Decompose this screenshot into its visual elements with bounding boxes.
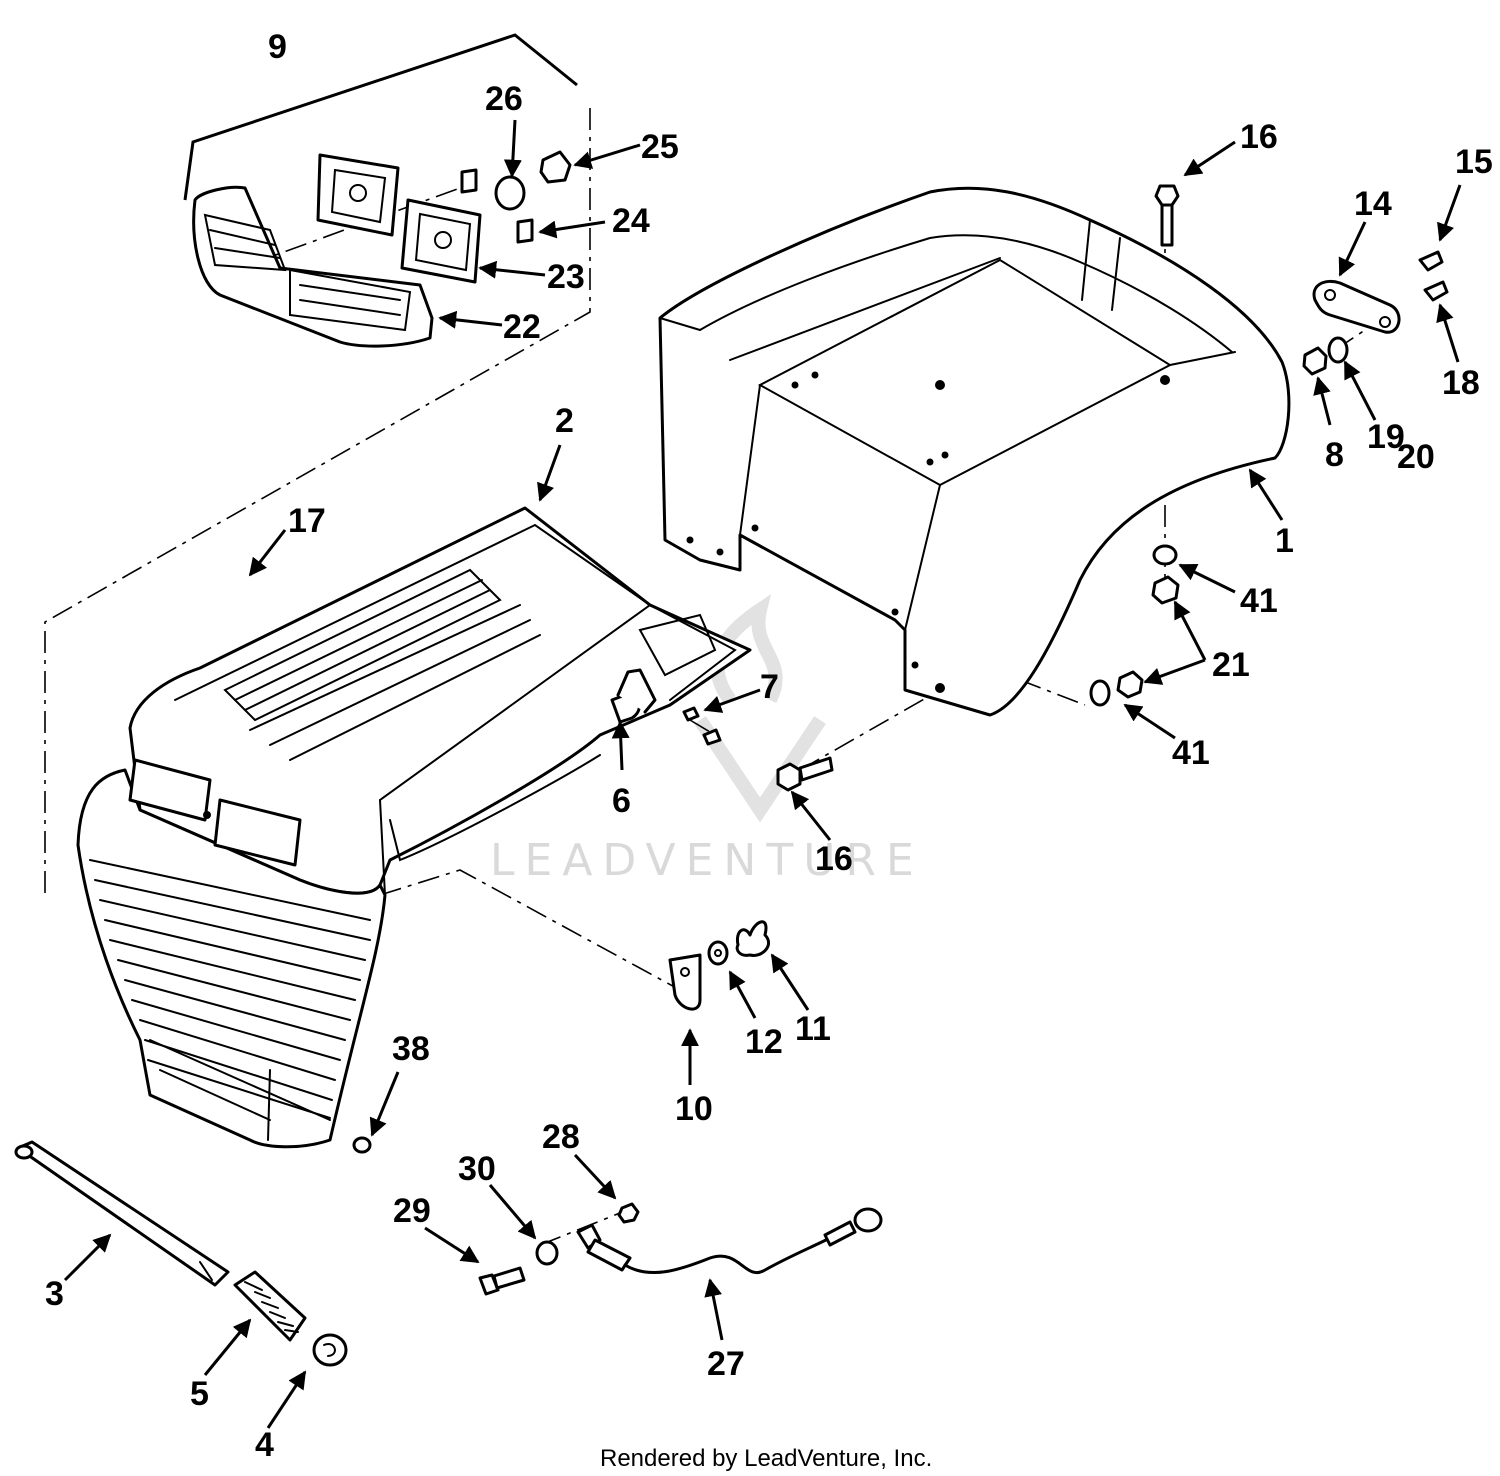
hood-bracket (668, 953, 702, 1011)
callout-3: 3 (45, 1275, 64, 1313)
callout-30: 30 (458, 1150, 496, 1188)
callout-28: 28 (542, 1118, 580, 1156)
callout-leaders (63, 119, 1462, 1429)
watermark-text: LEADVENTURE (490, 835, 924, 886)
hitch-plate (1312, 279, 1401, 334)
headlight-housing (316, 153, 482, 284)
callout-4: 4 (255, 1426, 274, 1464)
callout-22: 22 (503, 308, 541, 346)
hood (128, 506, 752, 896)
callout-18: 18 (1442, 364, 1480, 402)
callout-7: 7 (760, 668, 779, 706)
wing-nut (735, 920, 771, 957)
callout-29: 29 (393, 1192, 431, 1230)
callout-5: 5 (190, 1375, 209, 1413)
rear-fender (658, 186, 1291, 717)
front-grille (76, 758, 387, 1149)
callout-25: 25 (641, 128, 679, 166)
hitch-washer (1327, 336, 1349, 364)
callout-19: 19 (1367, 418, 1405, 456)
callout-8: 8 (1325, 436, 1344, 474)
latch-screw (682, 706, 722, 746)
callout-24: 24 (612, 202, 650, 240)
fender-bolt-upper (1154, 184, 1180, 247)
pivot-spring (233, 1270, 307, 1342)
callout-41-lower: 41 (1172, 734, 1210, 772)
lock-washer (1089, 544, 1178, 707)
callout-11: 11 (795, 1010, 831, 1048)
bumper-plug (352, 1136, 372, 1154)
bulb-clip (460, 168, 534, 244)
callout-27: 27 (707, 1345, 745, 1383)
callout-23: 23 (547, 258, 585, 296)
headlight-bulb (494, 175, 526, 211)
callout-12: 12 (745, 1023, 783, 1061)
callout-14: 14 (1354, 185, 1392, 223)
hood-pivot-rod (14, 1140, 230, 1287)
hood-latch (610, 668, 657, 724)
callout-16-upper: 16 (1240, 118, 1278, 156)
retaining-clip (312, 1333, 348, 1367)
hitch-nut (1302, 346, 1328, 376)
ground-screw (478, 1266, 526, 1296)
callout-2: 2 (555, 402, 574, 440)
callout-21: 21 (1212, 646, 1250, 684)
callout-1: 1 (1275, 522, 1294, 560)
callout-38: 38 (392, 1030, 430, 1068)
callout-26: 26 (485, 80, 523, 118)
fender-bolt-lower (776, 756, 834, 792)
hitch-screw (1418, 250, 1449, 302)
headlight-lens-assembly (192, 185, 434, 348)
ground-nut (617, 1202, 640, 1224)
ground-wire (576, 1207, 883, 1274)
callout-17: 17 (288, 502, 326, 540)
callout-20: 20 (1397, 438, 1435, 476)
headlight-kit-bracket (183, 33, 578, 201)
callout-9: 9 (268, 28, 287, 66)
callout-15: 15 (1455, 143, 1493, 181)
render-credit: Rendered by LeadVenture, Inc. (600, 1445, 932, 1472)
callout-6: 6 (612, 782, 631, 820)
callout-10: 10 (675, 1090, 713, 1128)
bulb-socket (539, 150, 572, 184)
callout-41-upper: 41 (1240, 582, 1278, 620)
callout-16-lower: 16 (815, 840, 853, 878)
ground-washer (535, 1240, 559, 1266)
hex-nut (1116, 575, 1180, 699)
flat-washer (707, 940, 729, 966)
callout-labels: 9 26 25 24 23 22 16 15 14 18 8 19 20 1 2… (45, 28, 1493, 1464)
